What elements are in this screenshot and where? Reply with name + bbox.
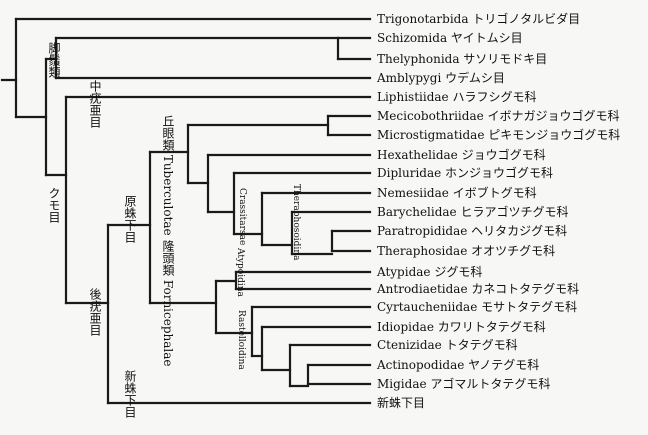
clade-label-fornicephalae: 隆頭類 Fornicephalae — [161, 239, 175, 367]
tip-ctenizidae: Ctenizidae トタテグモ科 — [377, 338, 518, 352]
clade-label-mygalomorphae: 原蛛下目 — [123, 195, 137, 243]
tip-idiopidae: Idiopidae カワリトタテグモ科 — [377, 320, 546, 334]
tip-barychelidae: Barychelidae ヒラアゴツチグモ科 — [377, 204, 568, 219]
tree-branches — [0, 17, 372, 405]
clade-label-mesothelae: 中疣亜目 — [88, 79, 102, 128]
clade-label-araneae: クモ目 — [47, 187, 61, 223]
taxon-labels: Trigonotarbida トリゴノタルビダ目 Schizomida ヤイトム… — [376, 11, 620, 410]
tip-microstigmatidae: Microstigmatidae ピキモンジョウゴグモ科 — [377, 127, 620, 142]
tip-dipluridae: Dipluridae ホンジョウゴグモ科 — [377, 165, 553, 180]
clade-label-crassitarsae: Crassitarsae — [237, 188, 247, 245]
tip-antrodiaetidae: Antrodiaetidae カネコトタテグモ科 — [376, 282, 579, 296]
clade-label-rastelloidina: Rastelloidina — [236, 310, 246, 370]
tip-amblypygi: Amblypygi ウデムシ目 — [376, 70, 505, 85]
tip-migidae: Migidae アゴマルトタテグモ科 — [377, 376, 550, 391]
tip-trigonotarbida: Trigonotarbida トリゴノタルビダ目 — [377, 11, 580, 26]
clade-label-tuberculotae: 丘眼類 Tuberculotae — [161, 115, 175, 236]
tip-actinopodidae: Actinopodidae ヤノテグモ科 — [376, 358, 539, 372]
tip-theraphosidae: Theraphosidae オオツチグモ科 — [377, 244, 555, 258]
clade-labels: 脚鬚類 クモ目 中疣亜目 後疣亜目 原蛛下目 新蛛下目 丘眼類 Tubercul… — [47, 41, 301, 418]
tip-cyrtaucheniidae: Cyrtaucheniidae モサトタテグモ科 — [377, 300, 577, 314]
tip-schizomida: Schizomida ヤイトムシ目 — [377, 31, 523, 45]
tip-paratropididae: Paratropididae ヘリタカジグモ科 — [377, 224, 567, 238]
tip-liphistiidae: Liphistiidae ハラフシグモ科 — [377, 90, 536, 104]
tip-nemesiidae: Nemesiidae イボブトグモ科 — [377, 185, 537, 200]
tip-mecicobothriidae: Mecicobothriidae イボナガジョウゴグモ科 — [377, 108, 620, 123]
clade-label-theraphosoidina: Theraphosoidina — [291, 184, 301, 261]
tip-atypidae: Atypidae ジグモ科 — [376, 265, 482, 279]
clade-label-atypoidina: Atypoidina — [235, 247, 245, 298]
tip-araneomorphae: 新蛛下目 — [377, 395, 425, 410]
tip-thelyphonida: Thelyphonida サソリモドキ目 — [377, 52, 547, 66]
clade-label-opisthothelae: 後疣亜目 — [88, 288, 102, 336]
clade-label-araneomorphae: 新蛛下目 — [123, 369, 137, 418]
tip-hexathelidae: Hexathelidae ジョウゴグモ科 — [377, 147, 546, 162]
clade-label-pedipalpi: 脚鬚類 — [47, 41, 61, 79]
